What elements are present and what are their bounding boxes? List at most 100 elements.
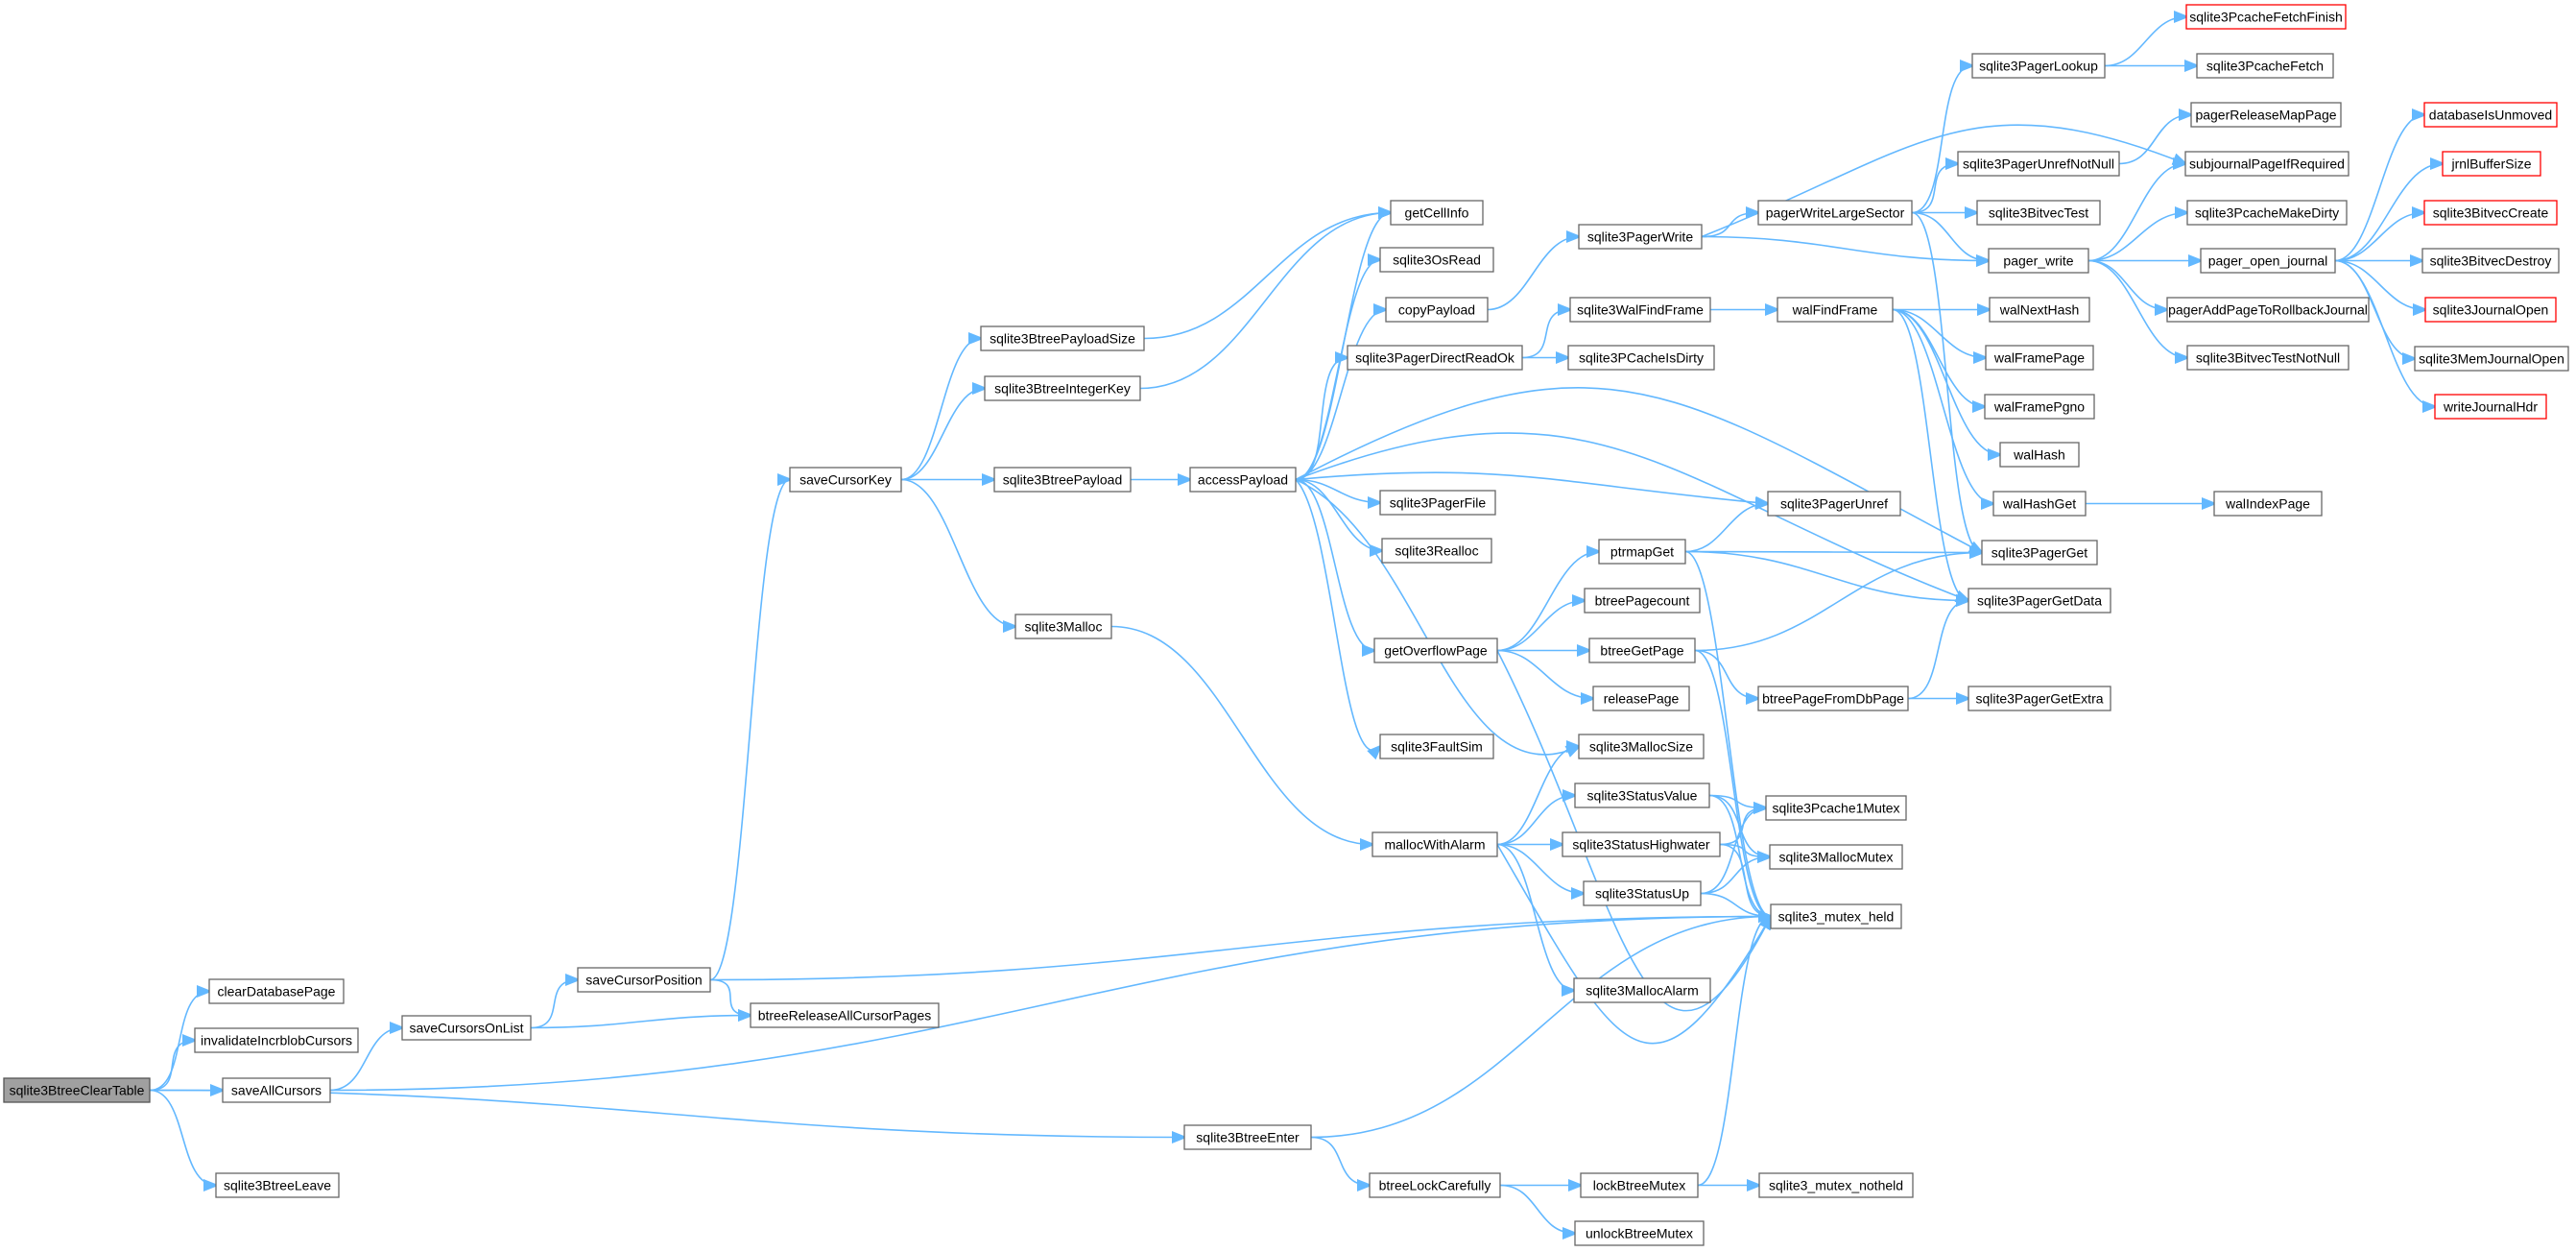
- node-sqlite3FaultSim[interactable]: sqlite3FaultSim: [1379, 734, 1494, 759]
- node-lockBtreeMutex[interactable]: lockBtreeMutex: [1580, 1172, 1699, 1198]
- node-sqlite3BitvecCreate[interactable]: sqlite3BitvecCreate: [2423, 200, 2558, 226]
- node-releasePage[interactable]: releasePage: [1592, 686, 1690, 711]
- node-pagerWriteLargeSector[interactable]: pagerWriteLargeSector: [1757, 200, 1913, 226]
- node-sqlite3MallocAlarm[interactable]: sqlite3MallocAlarm: [1573, 977, 1711, 1003]
- node-sqlite3BtreeEnter[interactable]: sqlite3BtreeEnter: [1183, 1124, 1312, 1150]
- node-sqlite3PagerFile[interactable]: sqlite3PagerFile: [1379, 490, 1496, 516]
- node-sqlite3PagerUnrefNotNull[interactable]: sqlite3PagerUnrefNotNull: [1957, 151, 2120, 177]
- node-sqlite3JournalOpen[interactable]: sqlite3JournalOpen: [2424, 297, 2557, 323]
- edge-accessPayload-to-sqlite3FaultSim: [1295, 478, 1380, 751]
- node-walHashGet[interactable]: walHashGet: [1992, 491, 2087, 517]
- node-btreePagecount[interactable]: btreePagecount: [1584, 588, 1701, 614]
- node-sqlite3BtreeIntegerKey[interactable]: sqlite3BtreeIntegerKey: [984, 375, 1141, 401]
- node-sqlite3PagerLookup[interactable]: sqlite3PagerLookup: [1971, 53, 2106, 79]
- edge-sqlite3PagerUnrefNotNull-to-pagerReleaseMapPage: [2118, 115, 2191, 165]
- node-copyPayload[interactable]: copyPayload: [1385, 297, 1489, 323]
- node-label: sqlite3MallocAlarm: [1586, 983, 1698, 999]
- edge-saveCursorsOnList-to-btreeReleaseAllCursorPages: [530, 1016, 751, 1029]
- node-walIndexPage[interactable]: walIndexPage: [2213, 491, 2323, 517]
- node-box: [1379, 247, 1494, 273]
- node-walFindFrame[interactable]: walFindFrame: [1777, 297, 1894, 323]
- node-pager_open_journal[interactable]: pager_open_journal: [2200, 248, 2336, 274]
- node-getCellInfo[interactable]: getCellInfo: [1390, 200, 1484, 226]
- node-walFramePgno[interactable]: walFramePgno: [1984, 394, 2095, 420]
- node-label: btreeLockCarefully: [1379, 1178, 1491, 1193]
- node-label: sqlite3BitvecTestNotNull: [2196, 350, 2340, 366]
- node-sqlite3PagerDirectReadOk[interactable]: sqlite3PagerDirectReadOk: [1347, 345, 1523, 371]
- node-saveCursorKey[interactable]: saveCursorKey: [789, 467, 902, 493]
- node-btreeReleaseAllCursorPages[interactable]: btreeReleaseAllCursorPages: [750, 1002, 940, 1028]
- node-sqlite3PcacheFetch[interactable]: sqlite3PcacheFetch: [2196, 53, 2334, 79]
- node-databaseIsUnmoved[interactable]: databaseIsUnmoved: [2423, 102, 2558, 128]
- node-subjournalPageIfRequired[interactable]: subjournalPageIfRequired: [2184, 151, 2349, 177]
- node-walFramePage[interactable]: walFramePage: [1985, 345, 2094, 371]
- node-sqlite3BitvecTestNotNull[interactable]: sqlite3BitvecTestNotNull: [2186, 345, 2349, 371]
- node-sqlite3Realloc[interactable]: sqlite3Realloc: [1381, 538, 1492, 564]
- edge-walFindFrame-to-walHash: [1892, 308, 2000, 455]
- node-btreeGetPage[interactable]: btreeGetPage: [1588, 638, 1696, 663]
- node-walHash[interactable]: walHash: [1999, 442, 2080, 468]
- node-jrnlBufferSize[interactable]: jrnlBufferSize: [2442, 151, 2541, 177]
- edge-sqlite3PagerDirectReadOk-to-sqlite3WalFindFrame: [1521, 310, 1570, 359]
- node-sqlite3PCacheIsDirty[interactable]: sqlite3PCacheIsDirty: [1567, 345, 1715, 371]
- node-saveCursorsOnList[interactable]: saveCursorsOnList: [401, 1015, 532, 1041]
- node-sqlite3PagerUnref[interactable]: sqlite3PagerUnref: [1767, 491, 1901, 517]
- node-writeJournalHdr[interactable]: writeJournalHdr: [2434, 394, 2547, 420]
- node-label: sqlite3BitvecDestroy: [2430, 253, 2552, 269]
- node-btreeLockCarefully[interactable]: btreeLockCarefully: [1369, 1172, 1501, 1198]
- node-sqlite3_mutex_held[interactable]: sqlite3_mutex_held: [1770, 903, 1902, 929]
- node-box: [1584, 588, 1701, 614]
- node-box: [215, 1172, 340, 1198]
- node-sqlite3Pcache1Mutex[interactable]: sqlite3Pcache1Mutex: [1765, 795, 1907, 821]
- node-pagerReleaseMapPage[interactable]: pagerReleaseMapPage: [2190, 102, 2342, 128]
- node-sqlite3PagerWrite[interactable]: sqlite3PagerWrite: [1578, 224, 1703, 250]
- node-walNextHash[interactable]: walNextHash: [1989, 297, 2090, 323]
- node-sqlite3BtreePayloadSize[interactable]: sqlite3BtreePayloadSize: [980, 325, 1145, 351]
- node-btreePageFromDbPage[interactable]: btreePageFromDbPage: [1757, 686, 1909, 711]
- node-accessPayload[interactable]: accessPayload: [1189, 467, 1297, 493]
- edge-accessPayload-to-sqlite3PagerGet: [1295, 387, 1982, 553]
- node-invalidateIncrblobCursors[interactable]: invalidateIncrblobCursors: [194, 1027, 359, 1053]
- node-sqlite3WalFindFrame[interactable]: sqlite3WalFindFrame: [1569, 297, 1711, 323]
- node-pager_write[interactable]: pager_write: [1988, 248, 2089, 274]
- node-mallocWithAlarm[interactable]: mallocWithAlarm: [1371, 831, 1498, 857]
- node-sqlite3PagerGet[interactable]: sqlite3PagerGet: [1981, 540, 2098, 566]
- node-sqlite3BitvecDestroy[interactable]: sqlite3BitvecDestroy: [2421, 248, 2560, 274]
- node-sqlite3BitvecTest[interactable]: sqlite3BitvecTest: [1976, 200, 2101, 226]
- node-sqlite3_mutex_notheld[interactable]: sqlite3_mutex_notheld: [1758, 1172, 1914, 1198]
- edge-pager_write-to-sqlite3PcacheMakeDirty: [2087, 213, 2187, 262]
- edge-accessPayload-to-sqlite3PagerFile: [1295, 478, 1380, 503]
- node-getOverflowPage[interactable]: getOverflowPage: [1373, 638, 1498, 663]
- node-label: walFindFrame: [1792, 302, 1878, 318]
- edge-sqlite3BtreeEnter-to-sqlite3_mutex_held: [1310, 917, 1771, 1139]
- node-sqlite3StatusUp[interactable]: sqlite3StatusUp: [1583, 880, 1702, 906]
- node-sqlite3StatusHighwater[interactable]: sqlite3StatusHighwater: [1562, 831, 1721, 857]
- node-label: lockBtreeMutex: [1593, 1178, 1685, 1193]
- node-box: [1984, 394, 2095, 420]
- node-sqlite3StatusValue[interactable]: sqlite3StatusValue: [1574, 782, 1710, 808]
- node-sqlite3BtreeClearTable[interactable]: sqlite3BtreeClearTable: [3, 1077, 151, 1103]
- node-pagerAddPageToRollbackJournal[interactable]: pagerAddPageToRollbackJournal: [2166, 297, 2370, 323]
- node-sqlite3PcacheFetchFinish[interactable]: sqlite3PcacheFetchFinish: [2185, 4, 2347, 30]
- node-ptrmapGet[interactable]: ptrmapGet: [1598, 539, 1686, 565]
- node-sqlite3PagerGetExtra[interactable]: sqlite3PagerGetExtra: [1968, 686, 2111, 711]
- node-saveCursorPosition[interactable]: saveCursorPosition: [577, 967, 711, 993]
- node-sqlite3Malloc[interactable]: sqlite3Malloc: [1014, 614, 1112, 639]
- node-sqlite3PagerGetData[interactable]: sqlite3PagerGetData: [1968, 588, 2111, 614]
- node-unlockBtreeMutex[interactable]: unlockBtreeMutex: [1574, 1220, 1705, 1246]
- edge-saveAllCursors-to-saveCursorsOnList: [329, 1028, 402, 1092]
- node-label: pager_open_journal: [2208, 253, 2328, 269]
- edge-sqlite3PagerLookup-to-sqlite3PcacheFetchFinish: [2104, 17, 2186, 67]
- node-sqlite3BtreePayload[interactable]: sqlite3BtreePayload: [993, 467, 1132, 493]
- node-sqlite3MallocSize[interactable]: sqlite3MallocSize: [1578, 734, 1705, 759]
- node-sqlite3MallocMutex[interactable]: sqlite3MallocMutex: [1769, 844, 1903, 870]
- node-sqlite3PcacheMakeDirty[interactable]: sqlite3PcacheMakeDirty: [2186, 200, 2348, 226]
- node-sqlite3BtreeLeave[interactable]: sqlite3BtreeLeave: [215, 1172, 340, 1198]
- node-label: getCellInfo: [1405, 205, 1469, 221]
- node-sqlite3MemJournalOpen[interactable]: sqlite3MemJournalOpen: [2414, 346, 2569, 372]
- node-sqlite3OsRead[interactable]: sqlite3OsRead: [1379, 247, 1494, 273]
- node-clearDatabasePage[interactable]: clearDatabasePage: [208, 978, 345, 1004]
- edge-accessPayload-to-sqlite3PagerUnref: [1295, 471, 1768, 503]
- node-label: sqlite3OsRead: [1393, 253, 1481, 268]
- node-saveAllCursors[interactable]: saveAllCursors: [222, 1077, 331, 1103]
